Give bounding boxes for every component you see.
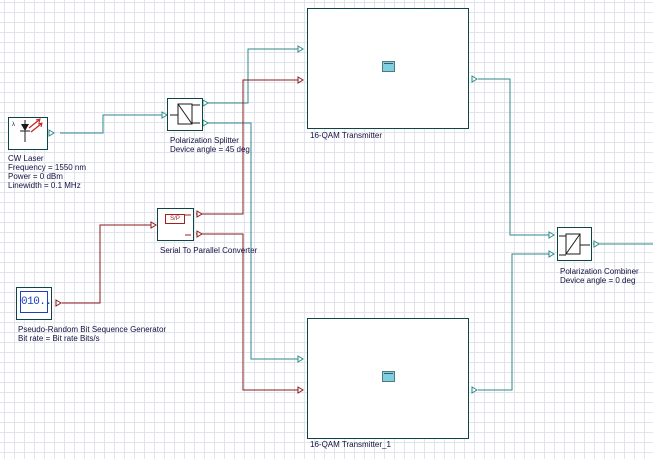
port-arrow <box>297 45 304 53</box>
polarization-combiner-name: Polarization Combiner <box>560 267 639 276</box>
port-arrow <box>471 75 478 83</box>
cw-laser-block[interactable]: λ <box>8 117 48 150</box>
polarization-combiner-block[interactable] <box>557 227 592 261</box>
svg-text:λ: λ <box>12 122 15 128</box>
qam-transmitter-name: 16-QAM Transmitter <box>310 131 383 140</box>
port-arrow <box>55 299 62 307</box>
qam-transmitter-1-block[interactable] <box>307 318 469 439</box>
prbs-generator-param-bitrate: Bit rate = Bit rate Bits/s <box>18 334 100 343</box>
port-arrow <box>297 76 304 84</box>
port-arrow <box>548 250 555 258</box>
port-arrow <box>593 240 600 248</box>
qam-transmitter-block[interactable] <box>307 8 469 129</box>
serial-parallel-icon: S/P <box>165 214 185 224</box>
polarization-combiner-param-angle: Device angle = 0 deg <box>560 276 636 285</box>
polarization-splitter-icon <box>170 103 200 125</box>
polarization-splitter-name: Polarization Splitter <box>170 136 239 145</box>
qam-transmitter-1-name: 16-QAM Transmitter_1 <box>310 440 391 449</box>
port-arrow <box>297 386 304 394</box>
port-arrow <box>48 129 55 137</box>
electrical-wire-sp-to-qam2[interactable] <box>196 233 302 391</box>
port-arrow <box>196 230 203 238</box>
cw-laser-param-frequency: Frequency = 1550 nm <box>8 163 87 172</box>
laser-diode-icon: λ <box>12 118 43 142</box>
serial-parallel-converter-block[interactable]: S/P <box>157 208 194 241</box>
serial-parallel-converter-name: Serial To Parallel Converter <box>160 246 258 255</box>
port-arrow <box>548 231 555 239</box>
subsystem-screen-icon <box>382 371 395 382</box>
optical-wire-laser-to-splitter[interactable] <box>60 114 166 134</box>
port-arrow <box>196 210 203 218</box>
port-arrow <box>202 99 209 107</box>
port-arrow <box>150 221 157 229</box>
optical-wire-splitter-to-qam2[interactable] <box>206 122 302 360</box>
cw-laser-param-linewidth: Linewidth = 0.1 MHz <box>8 181 81 190</box>
cw-laser-name: CW Laser <box>8 154 44 163</box>
port-arrow <box>202 119 209 127</box>
electrical-wire-prbs-to-sp[interactable] <box>62 224 155 304</box>
port-arrow <box>471 386 478 394</box>
optical-wire-qam2-to-combiner[interactable] <box>478 253 553 391</box>
polarization-combiner-icon <box>559 233 590 256</box>
cw-laser-param-power: Power = 0 dBm <box>8 172 63 181</box>
prbs-generator-name: Pseudo-Random Bit Sequence Generator <box>18 325 167 334</box>
polarization-splitter-block[interactable] <box>167 98 203 131</box>
prbs-generator-block[interactable]: 010.. <box>16 287 52 320</box>
port-arrow <box>297 355 304 363</box>
prbs-bits-icon: 010.. <box>20 291 52 313</box>
optical-wire-splitter-to-qam1[interactable] <box>206 48 302 104</box>
optical-wire-qam1-to-combiner[interactable] <box>478 78 553 236</box>
subsystem-screen-icon <box>382 61 395 72</box>
polarization-splitter-param-angle: Device angle = 45 deg <box>170 145 250 154</box>
serial-parallel-lines-icon <box>185 214 191 236</box>
